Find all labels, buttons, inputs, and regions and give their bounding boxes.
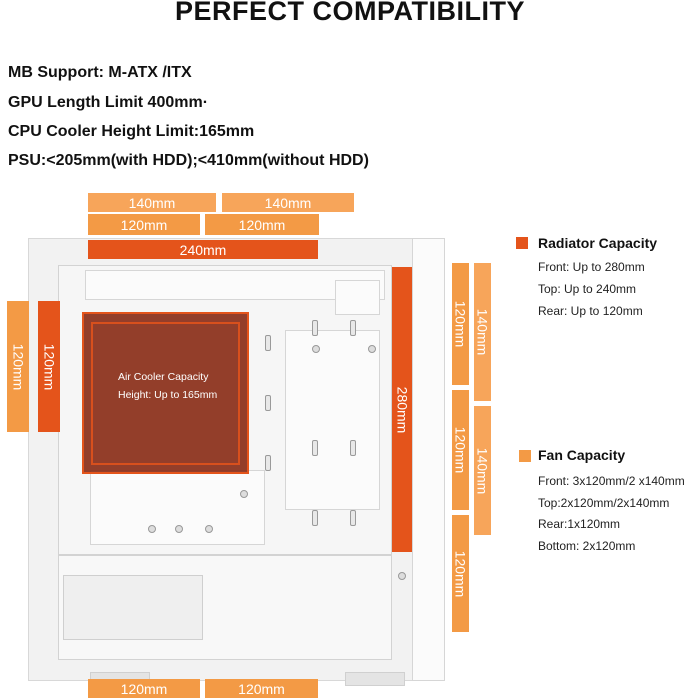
dim-bottom-fan-120-left: 120mm [88, 679, 200, 698]
air-cooler-capacity-box [82, 312, 249, 474]
fan-legend-swatch [519, 450, 531, 462]
radiator-legend-swatch [516, 237, 528, 249]
fan-legend-item: Bottom: 2x120mm [538, 539, 636, 553]
dim-top-120-right: 120mm [205, 214, 319, 235]
dim-rear-radiator-120: 120mm [38, 301, 60, 432]
cable-slot [350, 320, 356, 336]
cable-slot [312, 510, 318, 526]
dim-front-fan-120-mid-text: 120mm [452, 426, 469, 474]
standoff-hole [368, 345, 376, 353]
radiator-legend-title: Radiator Capacity [538, 235, 658, 251]
radiator-legend-item: Front: Up to 280mm [538, 260, 645, 274]
air-cooler-height: Height: Up to 165mm [118, 389, 218, 401]
spec-psu: PSU:<205mm(with HDD);<410mm(without HDD) [8, 152, 369, 169]
fan-legend-item: Top:2x120mm/2x140mm [538, 496, 670, 510]
dim-front-fan-120-bottom-text: 120mm [452, 550, 469, 597]
dim-bottom-fan-120-right: 120mm [205, 679, 318, 698]
cable-slot [312, 440, 318, 456]
fan-legend-item: Rear:1x120mm [538, 517, 621, 531]
standoff-hole [148, 525, 156, 533]
cable-slot [265, 455, 271, 471]
spec-gpu-length: GPU Length Limit 400mm· [8, 94, 209, 111]
dim-top-radiator-240: 240mm [88, 240, 318, 259]
cable-slot [265, 335, 271, 351]
dim-rear-fan-120: 120mm [7, 301, 29, 432]
radiator-legend-item: Rear: Up to 120mm [538, 304, 643, 318]
case-foot-right [345, 672, 405, 686]
case-front-panel [412, 238, 445, 681]
motherboard-tray-lower [90, 470, 265, 545]
dim-top-120-left: 120mm [88, 214, 200, 235]
fan-legend-title: Fan Capacity [538, 447, 626, 463]
spec-cpu-cooler: CPU Cooler Height Limit:165mm [8, 123, 255, 140]
page-title: PERFECT COMPATIBILITY [175, 0, 525, 26]
standoff-hole [175, 525, 183, 533]
dim-front-fan-140-mid: 140mm [474, 406, 491, 535]
dim-front-fan-140-top: 140mm [474, 263, 491, 401]
dim-front-radiator-280-text: 280mm [394, 386, 410, 433]
air-cooler-inner-outline [91, 322, 240, 465]
standoff-hole [312, 345, 320, 353]
cable-slot [350, 440, 356, 456]
power-led [398, 572, 406, 580]
spec-mb-support: MB Support: M-ATX /ITX [8, 64, 192, 81]
dim-front-fan-120-bottom: 120mm [452, 515, 469, 632]
standoff-hole [240, 490, 248, 498]
dim-front-fan-120-top: 120mm [452, 263, 469, 385]
dim-front-fan-120-top-text: 120mm [452, 300, 469, 348]
air-cooler-title: Air Cooler Capacity [118, 371, 209, 383]
dim-rear-radiator-120-text: 120mm [41, 343, 57, 390]
psu-bay [63, 575, 203, 640]
standoff-hole [205, 525, 213, 533]
radiator-legend-item: Top: Up to 240mm [538, 282, 637, 296]
fan-legend-item: Front: 3x120mm/2 x140mm [538, 474, 685, 488]
cable-slot [350, 510, 356, 526]
dim-front-fan-120-mid: 120mm [452, 390, 469, 510]
dim-rear-fan-120-text: 120mm [10, 343, 26, 390]
dim-front-fan-140-mid-text: 140mm [474, 447, 491, 494]
case-cable-cover [285, 330, 380, 510]
dim-front-radiator-280: 280mm [392, 267, 412, 552]
dim-top-140-right: 140mm [222, 193, 354, 212]
cable-slot [312, 320, 318, 336]
cable-slot [265, 395, 271, 411]
case-io-bracket [335, 280, 380, 315]
dim-top-140-left: 140mm [88, 193, 216, 212]
dim-front-fan-140-top-text: 140mm [474, 308, 491, 356]
